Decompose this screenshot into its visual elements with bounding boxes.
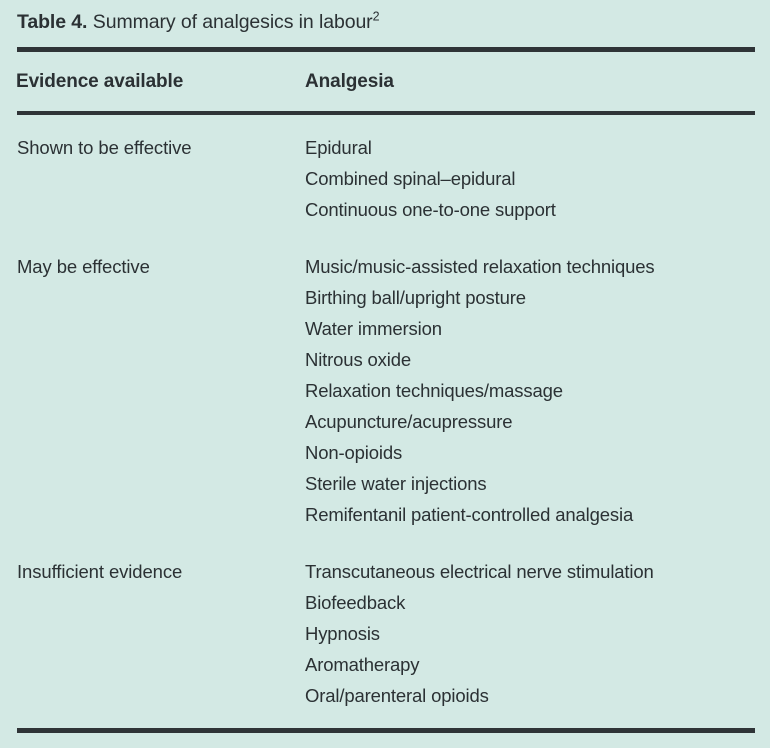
list-item: Oral/parenteral opioids — [305, 685, 489, 706]
list-item: Remifentanil patient-controlled analgesi… — [305, 504, 634, 525]
list-item: Hypnosis — [305, 623, 380, 644]
row-label-insufficient-evidence: Insufficient evidence — [17, 561, 183, 582]
list-item: Combined spinal–epidural — [305, 168, 516, 189]
list-item: Continuous one-to-one support — [305, 199, 556, 220]
table-header-row: Evidence available Analgesia — [0, 71, 770, 103]
column-header-analgesia: Analgesia — [305, 71, 394, 92]
list-item: Transcutaneous electrical nerve stimulat… — [305, 561, 654, 582]
row-label-shown-to-be-effective: Shown to be effective — [17, 137, 192, 158]
list-item: Relaxation techniques/massage — [305, 380, 563, 401]
caption-label: Table 4. — [17, 11, 88, 33]
analgesia-list-shown-to-be-effective: Epidural Combined spinal–epidural Contin… — [305, 132, 760, 225]
table-top-rule — [17, 47, 755, 52]
list-item: Biofeedback — [305, 592, 406, 613]
list-item: Epidural — [305, 137, 372, 158]
table-body: Shown to be effective Epidural Combined … — [0, 132, 770, 711]
list-item: Non-opioids — [305, 442, 403, 463]
table-row: Insufficient evidence Transcutaneous ele… — [0, 556, 770, 711]
list-item: Aromatherapy — [305, 654, 420, 675]
table-header-rule — [17, 111, 755, 115]
caption-superscript-reference: 2 — [372, 9, 380, 24]
table-row: Shown to be effective Epidural Combined … — [0, 132, 770, 225]
analgesia-list-may-be-effective: Music/music-assisted relaxation techniqu… — [305, 251, 760, 530]
table-row: May be effective Music/music-assisted re… — [0, 251, 770, 530]
row-label-may-be-effective: May be effective — [17, 256, 150, 277]
list-item: Water immersion — [305, 318, 442, 339]
list-item: Sterile water injections — [305, 473, 487, 494]
list-item: Music/music-assisted relaxation techniqu… — [305, 256, 655, 277]
column-header-evidence-available: Evidence available — [16, 71, 184, 92]
table-caption: Table 4. Summary of analgesics in labour… — [17, 8, 755, 36]
list-item: Nitrous oxide — [305, 349, 412, 370]
table-bottom-rule — [17, 728, 755, 733]
list-item: Birthing ball/upright posture — [305, 287, 526, 308]
analgesia-list-insufficient-evidence: Transcutaneous electrical nerve stimulat… — [305, 556, 760, 711]
list-item: Acupuncture/acupressure — [305, 411, 513, 432]
caption-text: Summary of analgesics in labour — [92, 11, 373, 33]
